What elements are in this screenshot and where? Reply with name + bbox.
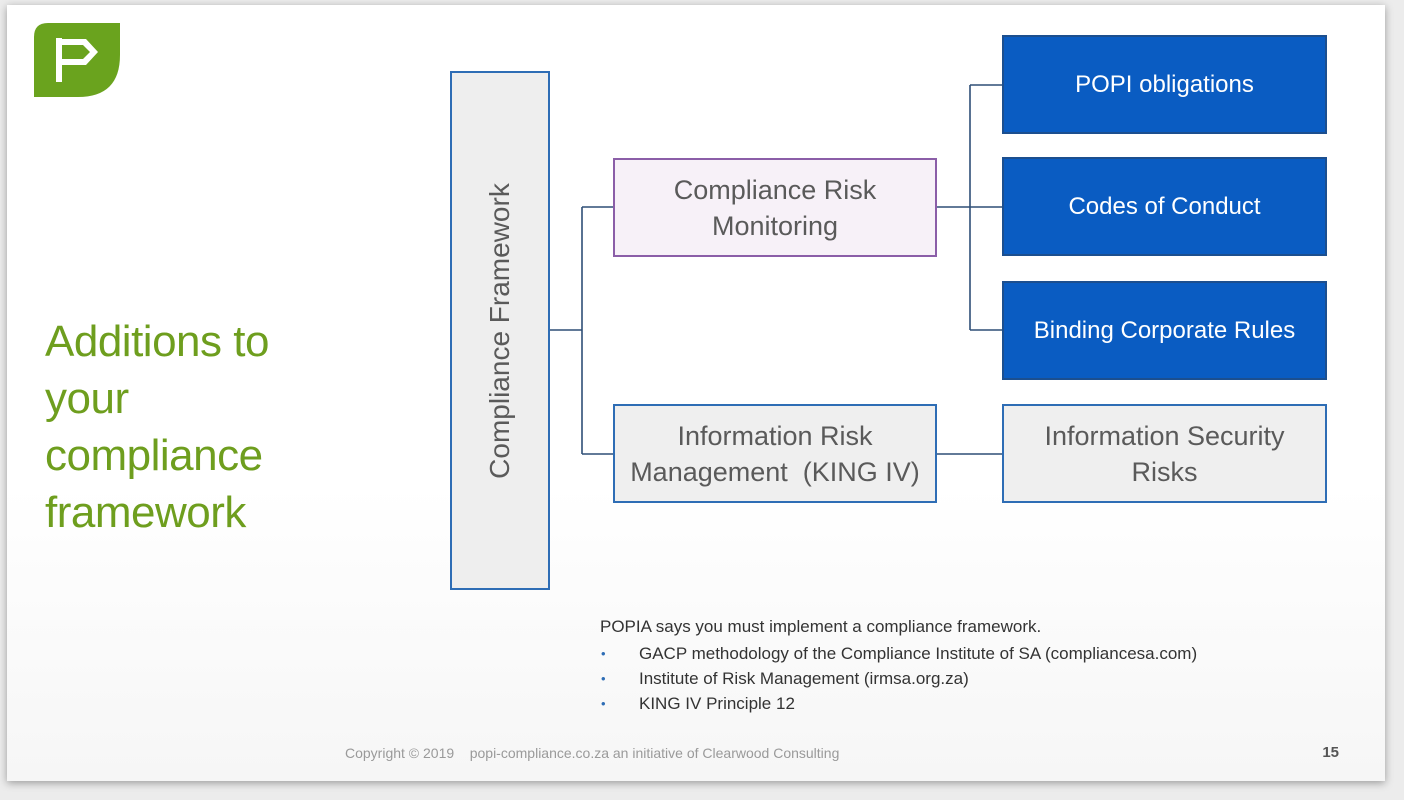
popi-obligations-label: POPI obligations: [1075, 70, 1254, 98]
notes: POPIA says you must implement a complian…: [600, 617, 1197, 716]
bullet-icon: •: [601, 671, 606, 686]
information-risk-management-box: Information Risk Management (KING IV): [613, 404, 937, 503]
crm-line1: Compliance Risk: [673, 174, 877, 205]
footer-copyright: Copyright © 2019 popi-compliance.co.za a…: [345, 745, 840, 761]
crm-line2: Monitoring: [711, 210, 839, 241]
isr-line1: Information Security: [1044, 420, 1285, 451]
list-item-text: Institute of Risk Management (irmsa.org.…: [639, 669, 969, 688]
logo-icon: [34, 23, 120, 97]
diagram-connectors: [550, 84, 1002, 455]
codes-of-conduct-box: Codes of Conduct: [1002, 157, 1327, 256]
compliance-framework-label: Compliance Framework: [484, 182, 516, 479]
list-item: • KING IV Principle 12: [600, 691, 1197, 716]
isr-line2: Risks: [1131, 456, 1198, 487]
notes-list: • GACP methodology of the Compliance Ins…: [600, 641, 1197, 716]
list-item-text: GACP methodology of the Compliance Insti…: [639, 644, 1198, 663]
bullet-icon: •: [601, 696, 606, 711]
slide: Additions to your compliance framework C…: [7, 5, 1385, 781]
binding-corporate-rules-box: Binding Corporate Rules: [1002, 281, 1327, 380]
list-item-text: KING IV Principle 12: [639, 694, 795, 713]
notes-lead: POPIA says you must implement a complian…: [600, 617, 1042, 636]
slide-title: Additions to your compliance framework: [45, 317, 269, 537]
list-item: • Institute of Risk Management (irmsa.or…: [600, 666, 1197, 691]
irm-line2: Management (KING IV): [630, 456, 920, 487]
information-security-risks-box: Information Security Risks: [1002, 404, 1327, 503]
page-number: 15: [1322, 744, 1339, 761]
binding-corporate-rules-label: Binding Corporate Rules: [1033, 316, 1296, 344]
irm-line1: Information Risk: [677, 420, 873, 451]
popi-obligations-box: POPI obligations: [1002, 35, 1327, 134]
compliance-framework-box: Compliance Framework: [450, 71, 550, 590]
bullet-icon: •: [601, 646, 606, 661]
list-item: • GACP methodology of the Compliance Ins…: [600, 641, 1197, 666]
codes-of-conduct-label: Codes of Conduct: [1068, 192, 1261, 220]
compliance-risk-monitoring-box: Compliance Risk Monitoring: [613, 158, 937, 257]
